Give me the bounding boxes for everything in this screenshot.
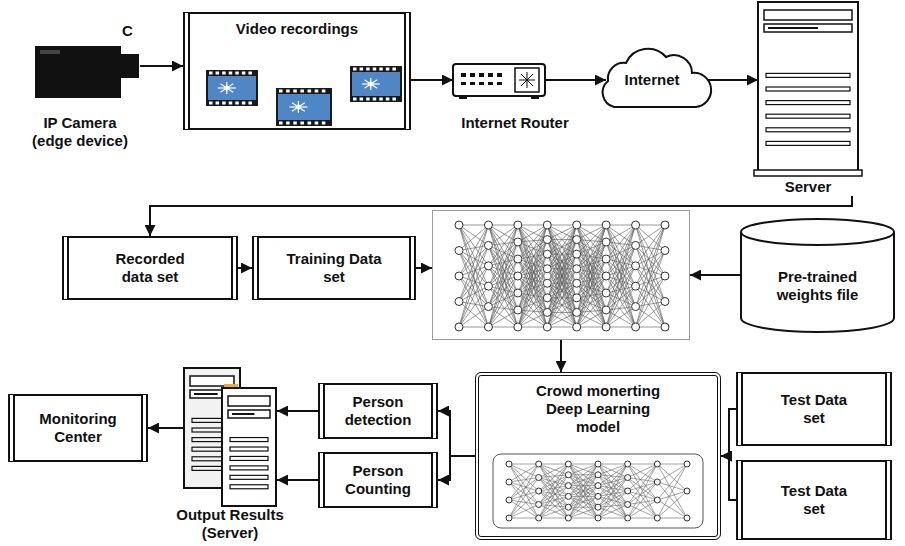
node-text: Pre-trained weights file [758, 268, 878, 304]
process-box: Person Counting [318, 452, 438, 508]
flow-arrow [721, 456, 736, 500]
process-box: Person detection [318, 383, 438, 439]
node-text: Training Data set [284, 250, 384, 286]
node-text: Person Counting [333, 462, 423, 498]
model-box: Crowd monerting Deep Learning model [475, 372, 721, 540]
node-text: Output Results (Server) [165, 506, 295, 542]
server-icon: Server [752, 2, 864, 198]
flow-arrow [416, 267, 432, 269]
flow-arrow [277, 479, 318, 481]
database-cylinder: Pre-trained weights file [740, 218, 895, 332]
device-label: C [122, 22, 133, 39]
flow-arrow [140, 65, 183, 67]
flow-arrow [438, 456, 475, 480]
node-text: Internet [624, 71, 679, 89]
flow-arrow [148, 427, 183, 429]
node-text: Test Data set [778, 391, 850, 427]
server-outline [752, 2, 864, 198]
flow-arrow [721, 409, 736, 456]
server-icon: Output Results (Server) [150, 362, 310, 544]
flow-arrow [277, 410, 318, 412]
process-box: Monitoring Center [8, 394, 148, 462]
camera-icon: IP Camera (edge device) [10, 40, 150, 152]
node-text: Server [785, 178, 832, 196]
flow-arrow [411, 79, 453, 81]
process-box: Video recordings [183, 12, 411, 130]
flow-arrow [560, 340, 562, 372]
node-text: Monitoring Center [28, 410, 128, 446]
router-icon: Internet Router [445, 58, 585, 134]
flow-arrow [438, 411, 475, 456]
node-text: IP Camera (edge device) [24, 114, 136, 150]
flow-arrow [238, 267, 252, 269]
process-box: Test Data set [736, 460, 892, 540]
flow-arrow [690, 274, 740, 276]
process-box: Recorded data set [62, 236, 238, 300]
node-text: Person detection [333, 393, 423, 429]
nn-outline [433, 211, 691, 341]
flow-arrow [545, 79, 606, 81]
process-box: Training Data set [252, 236, 416, 300]
process-box: Test Data set [736, 372, 892, 446]
node-text: Internet Router [461, 114, 569, 132]
node-text: Crowd monerting Deep Learning model [523, 382, 673, 436]
node-text: Recorded data set [100, 250, 200, 286]
neural-network-box [432, 210, 690, 340]
node-text: Test Data set [778, 482, 850, 518]
node-text: Video recordings [236, 20, 358, 38]
cloud-shape: Internet [596, 45, 708, 115]
